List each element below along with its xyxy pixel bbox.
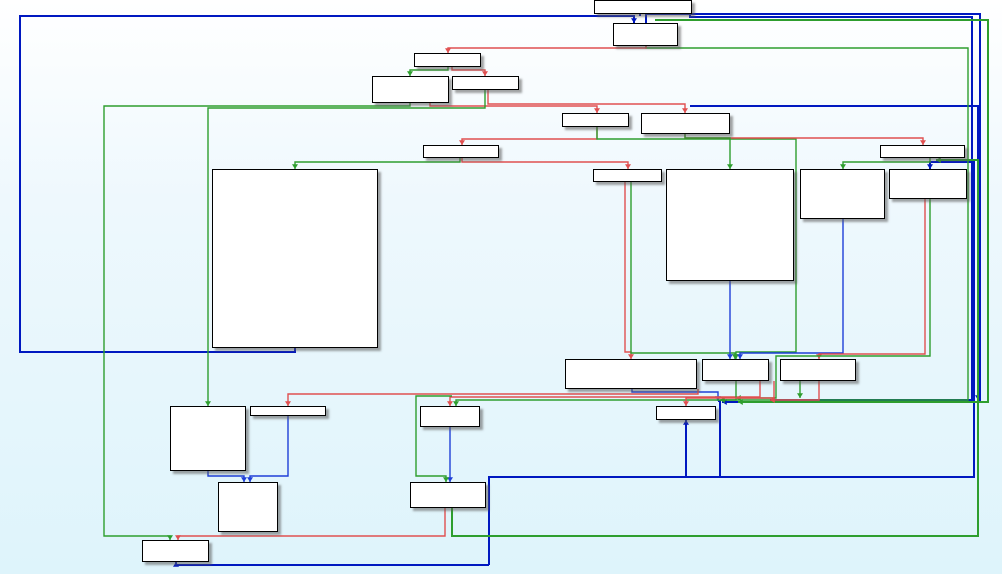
- graph-node-1[interactable]: [613, 23, 678, 46]
- graph-edge-arrowhead: [447, 477, 453, 482]
- graph-edge-18: [596, 127, 797, 359]
- graph-node-exit[interactable]: [142, 540, 209, 562]
- graph-edge-arrowhead: [770, 397, 775, 403]
- graph-edge-arrowhead: [445, 48, 451, 53]
- graph-edge-17: [461, 127, 598, 145]
- graph-edge-30: [631, 389, 719, 401]
- graph-node-13[interactable]: [889, 169, 967, 199]
- graph-edge-28: [818, 199, 926, 359]
- graph-edge-10: [447, 46, 647, 53]
- graph-edge-arrowhead: [167, 535, 173, 540]
- graph-edge-20: [684, 134, 731, 169]
- graph-edge-22: [461, 158, 629, 169]
- graph-edge-arrowhead: [797, 393, 803, 398]
- graph-edge-35: [770, 381, 820, 401]
- graph-edge-arrowhead: [727, 164, 733, 169]
- graph-node-16[interactable]: [780, 359, 856, 381]
- graph-edge-23: [842, 158, 931, 169]
- graph-edge-arrowhead: [241, 477, 247, 482]
- graph-edge-8: [655, 19, 989, 403]
- graph-node-6[interactable]: [641, 113, 730, 134]
- graph-node-large-mid[interactable]: [666, 169, 794, 281]
- graph-edge-arrowhead: [407, 71, 413, 76]
- graph-node-21[interactable]: [218, 482, 278, 532]
- graph-node-15[interactable]: [702, 359, 769, 381]
- graph-edge-arrowhead: [173, 562, 179, 567]
- graph-edge-12: [451, 67, 486, 76]
- graph-edge-7: [451, 159, 979, 537]
- graph-node-10[interactable]: [593, 169, 662, 182]
- graph-node-2[interactable]: [414, 53, 481, 67]
- graph-node-7[interactable]: [423, 145, 499, 158]
- graph-node-19[interactable]: [420, 406, 480, 427]
- graph-node-4[interactable]: [452, 76, 519, 90]
- graph-node-14[interactable]: [565, 359, 697, 389]
- graph-node-17[interactable]: [170, 406, 246, 471]
- graph-node-large-left[interactable]: [212, 169, 378, 348]
- graph-edge-arrowhead: [205, 401, 211, 406]
- graph-edge-11: [409, 67, 449, 76]
- graph-edge-arrowhead: [682, 108, 688, 113]
- graph-edge-arrowhead: [732, 354, 738, 359]
- graph-edge-3: [488, 161, 975, 565]
- graph-edge-arrowhead: [453, 401, 459, 406]
- graph-edge-arrowhead: [683, 420, 689, 425]
- graph-edge-arrowhead: [625, 164, 631, 169]
- graph-node-8[interactable]: [880, 145, 965, 158]
- graph-edge-0: [19, 15, 635, 353]
- graph-edge-31: [287, 389, 699, 406]
- graph-edge-arrowhead: [447, 401, 453, 406]
- graph-edge-arrowhead: [594, 108, 600, 113]
- graph-edge-21: [294, 158, 461, 169]
- graph-edge-arrowhead: [292, 164, 298, 169]
- graph-edge-arrowhead: [175, 535, 181, 540]
- graph-node-entry-top[interactable]: [594, 0, 692, 14]
- graph-edge-arrowhead: [840, 164, 846, 169]
- graph-edge-arrowhead: [920, 140, 926, 145]
- graph-edge-15: [207, 90, 486, 406]
- graph-edge-2: [175, 562, 489, 566]
- graph-edge-arrowhead: [936, 157, 941, 163]
- graph-edge-16: [487, 90, 686, 113]
- graph-edge-arrowhead: [927, 164, 933, 169]
- graph-edge-arrowhead: [727, 354, 733, 359]
- graph-edge-arrowhead: [628, 354, 634, 359]
- graph-edge-arrowhead: [482, 71, 488, 76]
- graph-edge-arrowhead: [443, 477, 449, 482]
- graph-node-5[interactable]: [562, 113, 629, 127]
- graph-node-12[interactable]: [800, 169, 885, 219]
- graph-node-20[interactable]: [656, 406, 716, 420]
- graph-edge-37: [207, 471, 245, 482]
- graph-edge-arrowhead: [737, 354, 743, 359]
- graph-node-3[interactable]: [372, 76, 449, 103]
- graph-edge-arrowhead: [631, 18, 637, 23]
- graph-node-18[interactable]: [250, 406, 326, 416]
- graph-edge-24: [624, 182, 632, 359]
- graph-edge-38: [249, 416, 289, 482]
- graph-edge-arrowhead: [285, 401, 291, 406]
- graph-edge-arrowhead: [683, 401, 689, 406]
- graph-edge-arrowhead: [247, 477, 253, 482]
- graph-node-22[interactable]: [410, 482, 486, 508]
- graph-edge-arrowhead: [459, 140, 465, 145]
